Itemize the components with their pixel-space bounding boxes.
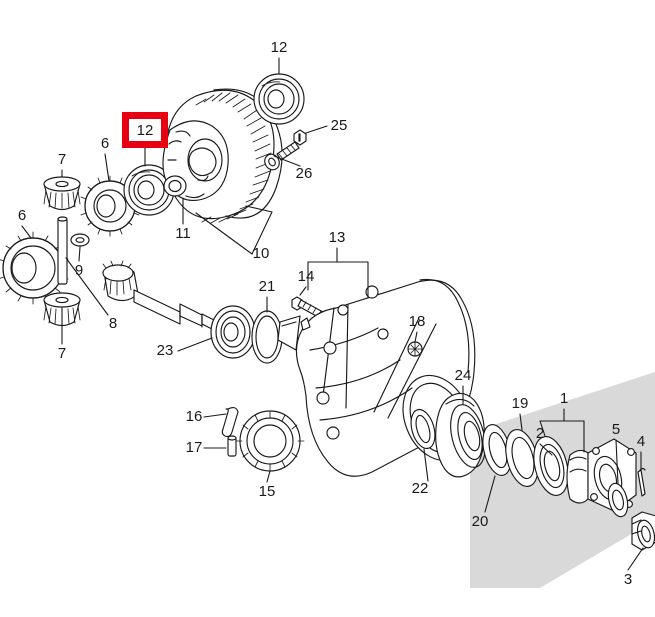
callout-number-3-castle-nut: 3 xyxy=(624,571,632,588)
callout-number-2-oil-seal: 2 xyxy=(536,425,544,442)
part-3-castle-nut xyxy=(631,511,655,551)
part-23-pinion-bearing xyxy=(210,305,256,359)
part-11-differential-case xyxy=(162,120,229,201)
callout-number-20-collapsible-spacer: 20 xyxy=(472,513,489,530)
callout-number-23-pinion-bearing: 23 xyxy=(157,342,174,359)
callout-number-13-carrier-housing-assembly: 13 xyxy=(329,229,346,246)
part-16-retaining-clip xyxy=(221,406,239,438)
callout-number-22-bearing-shim: 22 xyxy=(412,480,429,497)
leader-lines xyxy=(21,57,644,571)
callout-number-5-flange-washer: 5 xyxy=(612,421,620,438)
part-24-outer-bearing xyxy=(435,392,486,478)
callout-number-14-housing-bolt: 14 xyxy=(298,268,315,285)
callout-number-17-roll-pin: 17 xyxy=(186,439,203,456)
callout-number-18-breather-plug: 18 xyxy=(409,313,426,330)
part-12-bearing-top xyxy=(253,73,305,125)
part-6-side-gear-left xyxy=(0,231,69,305)
differential-gear-cluster xyxy=(0,175,140,327)
callout-number-15-bearing-adjuster-nut: 15 xyxy=(259,483,276,500)
callout-number-11-differential-case: 11 xyxy=(175,225,191,242)
part-22-bearing-shim xyxy=(410,408,436,450)
part-18-breather-plug xyxy=(407,341,423,357)
part-17-roll-pin xyxy=(227,435,237,457)
callout-number-9-thrust-washer: 9 xyxy=(75,262,83,279)
part-7-pinion-gear-upper xyxy=(43,176,81,211)
callout-number-12-tapered-roller-bearing: 12 xyxy=(271,39,288,56)
callout-number-8-pinion-shaft-pin: 8 xyxy=(109,315,117,332)
part-5-flange-washer xyxy=(607,482,629,518)
part-25-hex-bolt xyxy=(276,129,307,161)
housing-ribs xyxy=(309,303,437,421)
callout-number-6-differential-side-gear: 6 xyxy=(101,135,109,152)
callout-number-16-retaining-clip: 16 xyxy=(186,408,203,425)
callout-labels: 1225261267698711101314212318241912542220… xyxy=(18,39,645,588)
part-15-adjuster-nut xyxy=(235,410,305,472)
callout-number-7-differential-pinion-gear: 7 xyxy=(58,345,66,362)
callout-number-7-differential-pinion-gear: 7 xyxy=(58,151,66,168)
callout-number-24-outer-pinion-bearing: 24 xyxy=(455,367,472,384)
part-8-pinion-shaft-pin xyxy=(57,216,68,285)
callout-number-4-cotter-pin: 4 xyxy=(637,433,645,450)
callout-number-21-o-ring-seal: 21 xyxy=(259,278,276,295)
callout-number-26-lock-washer: 26 xyxy=(296,165,313,182)
callout-number-10-ring-and-pinion-set: 10 xyxy=(253,245,270,262)
callout-number-25-hex-bolt: 25 xyxy=(331,117,348,134)
part-1-drive-flange xyxy=(566,438,637,512)
highlight-label-12: 12 xyxy=(129,119,161,141)
part-9-thrust-washer xyxy=(70,233,90,247)
part-21-o-ring xyxy=(251,310,283,364)
callout-number-19-shim-spacer: 19 xyxy=(512,395,529,412)
callout-number-1-drive-flange: 1 xyxy=(560,390,568,407)
housing-bolt-bosses xyxy=(316,285,389,440)
adjuster-nut-castellations xyxy=(235,411,305,471)
part-2-oil-seal xyxy=(533,436,569,496)
part-19-shim-spacer xyxy=(505,429,539,487)
callout-number-6-differential-side-gear: 6 xyxy=(18,207,26,224)
part-12-bearing-left xyxy=(123,164,175,216)
part-26-lock-washer xyxy=(264,153,280,171)
